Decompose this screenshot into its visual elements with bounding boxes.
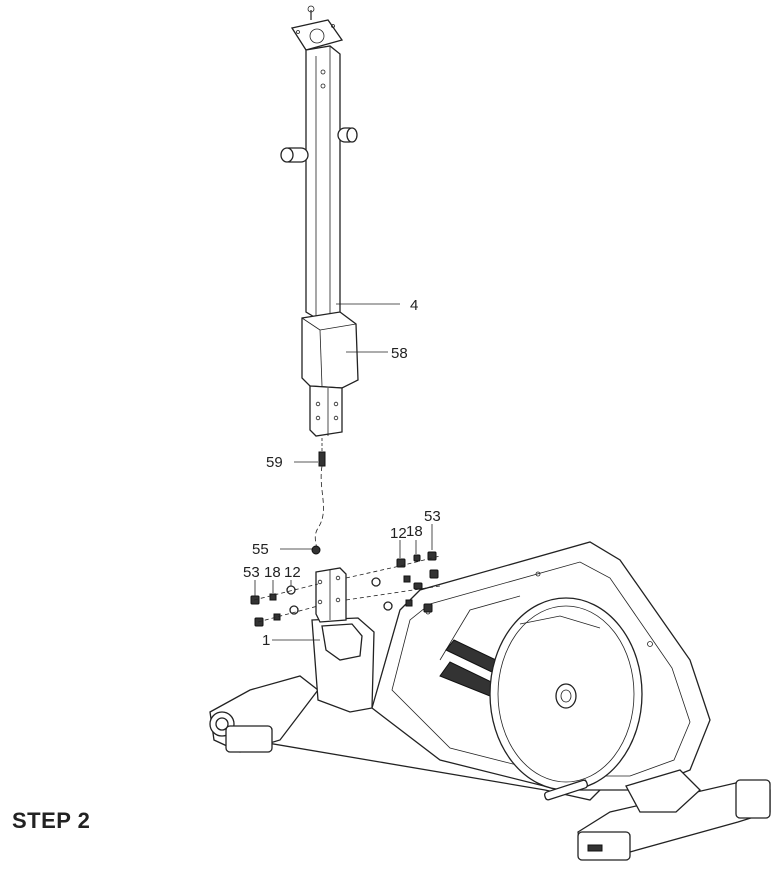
callout-53-right: 53 (424, 508, 441, 525)
callout-58: 58 (391, 345, 408, 362)
main-frame (209, 541, 771, 861)
upright-post (280, 5, 359, 437)
hardware-right (345, 551, 441, 613)
callout-labels: 4 58 59 55 1 12 18 53 53 18 12 (243, 297, 441, 649)
callout-59: 59 (266, 454, 283, 471)
cable (311, 438, 326, 555)
callout-12-left: 12 (284, 564, 301, 581)
callout-12-right: 12 (390, 525, 407, 542)
callout-4: 4 (410, 297, 418, 314)
callout-18-right: 18 (406, 523, 423, 540)
hardware-left (250, 583, 319, 627)
step-label: STEP 2 (12, 808, 91, 833)
callout-53-left: 53 (243, 564, 260, 581)
leader-lines (254, 303, 433, 641)
callout-55: 55 (252, 541, 269, 558)
callout-18-left: 18 (264, 564, 281, 581)
callout-1: 1 (262, 632, 270, 649)
